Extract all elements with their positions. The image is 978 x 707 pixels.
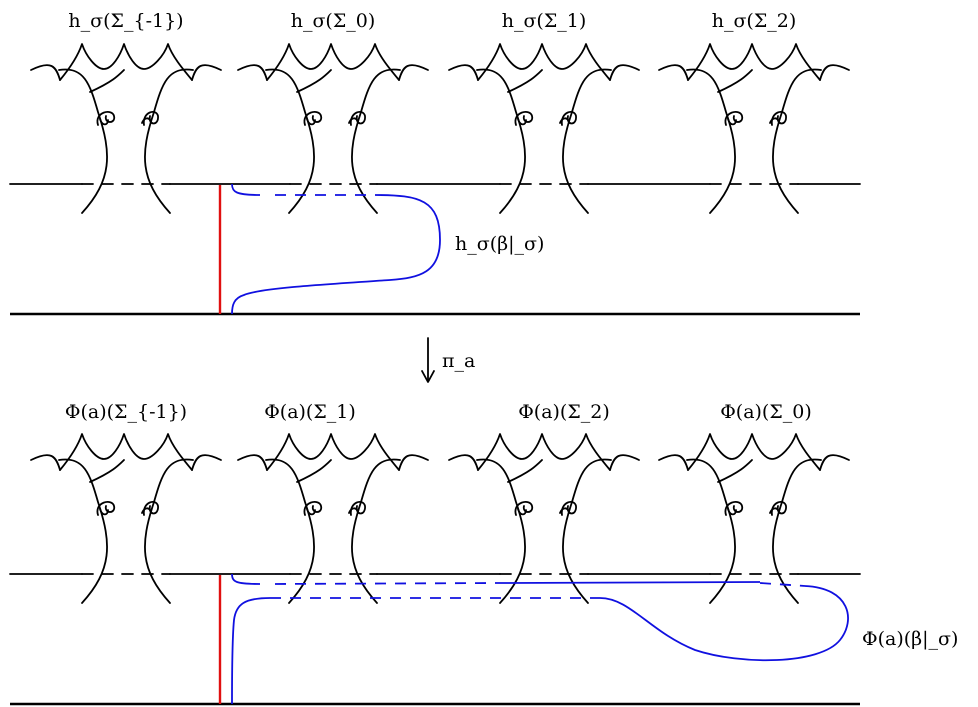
top-panel: h_σ(Σ_{-1}) h_σ(Σ_0) h_σ(Σ_1) h_σ(Σ_2) h…	[9, 10, 861, 316]
top-surface-2	[237, 43, 429, 214]
top-blue-curve	[231, 183, 441, 315]
bottom-surface-label-3: Φ(a)(Σ_2)	[518, 401, 610, 423]
top-surface-label-2: h_σ(Σ_0)	[291, 10, 376, 32]
bottom-surface-1	[30, 433, 222, 604]
bottom-surface-2	[237, 433, 429, 604]
bottom-surfaces	[30, 433, 850, 604]
bottom-surface-label-4: Φ(a)(Σ_0)	[720, 401, 812, 423]
top-surface-label-1: h_σ(Σ_{-1})	[68, 10, 183, 32]
bottom-curve-label: Φ(a)(β|_σ)	[862, 628, 958, 650]
top-surface-labels: h_σ(Σ_{-1}) h_σ(Σ_0) h_σ(Σ_1) h_σ(Σ_2)	[68, 10, 796, 32]
bottom-surface-labels: Φ(a)(Σ_{-1}) Φ(a)(Σ_1) Φ(a)(Σ_2) Φ(a)(Σ_…	[65, 401, 812, 423]
top-surface-3	[448, 43, 640, 214]
projection-arrow: π_a	[421, 337, 475, 383]
bottom-surface-label-1: Φ(a)(Σ_{-1})	[65, 401, 187, 423]
top-surface-label-3: h_σ(Σ_1)	[502, 10, 587, 32]
bottom-surface-label-2: Φ(a)(Σ_1)	[264, 401, 356, 423]
bottom-blue-curve	[231, 573, 849, 705]
top-surface-4	[658, 43, 850, 214]
bottom-panel: Φ(a)(Σ_{-1}) Φ(a)(Σ_1) Φ(a)(Σ_2) Φ(a)(Σ_…	[9, 401, 958, 706]
bottom-surface-4	[658, 433, 850, 604]
top-surface-1	[30, 43, 222, 214]
top-surface-label-4: h_σ(Σ_2)	[712, 10, 797, 32]
top-curve-label: h_σ(β|_σ)	[455, 233, 544, 255]
top-surfaces	[30, 43, 850, 214]
bottom-surface-3	[448, 433, 640, 604]
projection-label: π_a	[442, 350, 475, 372]
